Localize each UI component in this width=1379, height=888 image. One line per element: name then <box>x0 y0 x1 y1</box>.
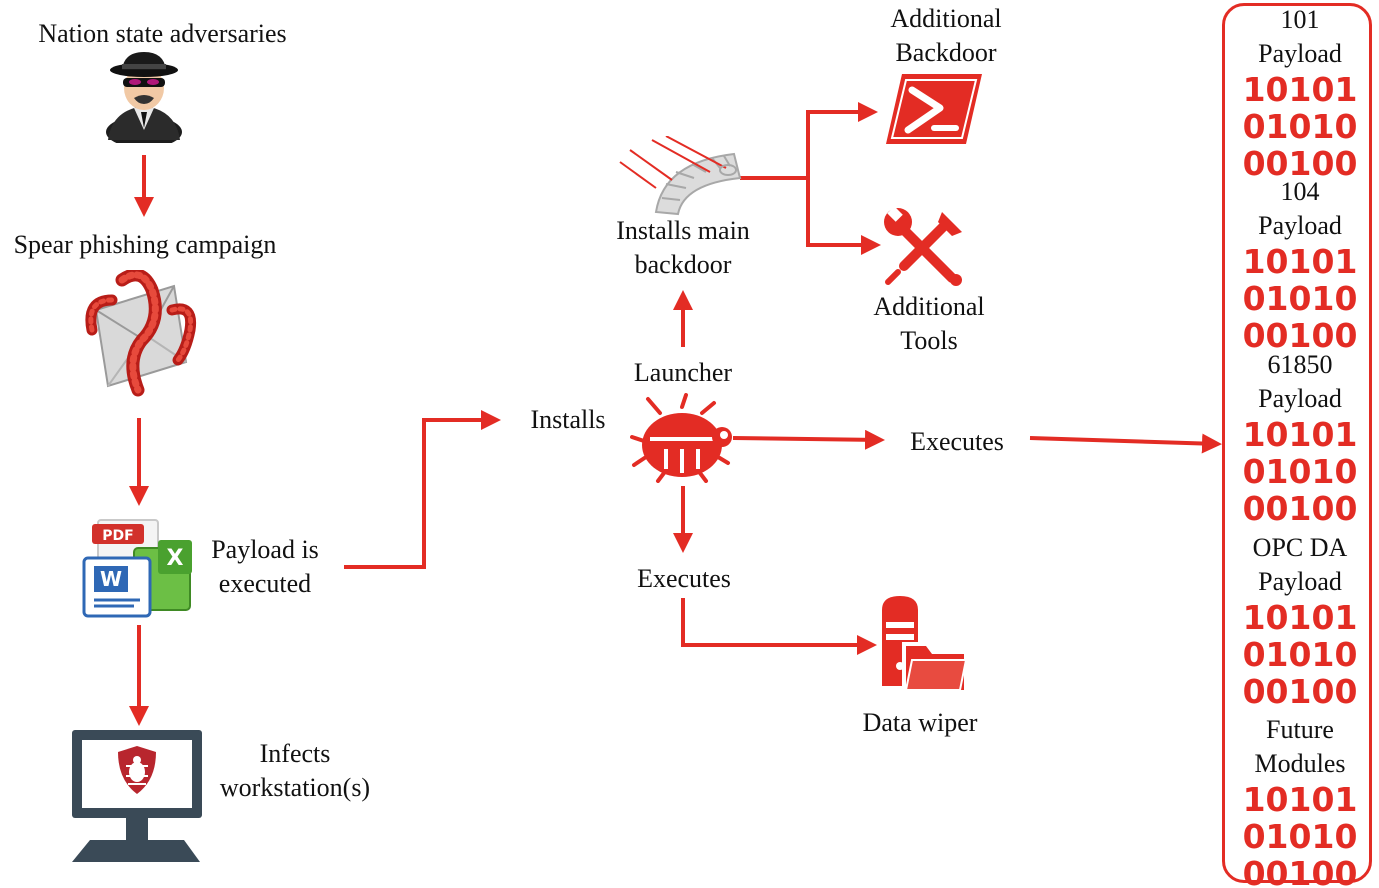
main-backdoor-line1: Installs main <box>616 216 750 245</box>
svg-text:W: W <box>100 567 122 591</box>
binary-row: 10101 <box>1242 415 1358 454</box>
email-worm-icon <box>85 270 197 397</box>
payload-block-future-modules: Future Modules 10101 01010 00100 <box>1225 713 1375 888</box>
launcher-label: Launcher <box>633 358 733 387</box>
payload-subtitle: Payload <box>1258 567 1342 596</box>
binary-row: 10101 <box>1242 242 1358 281</box>
binary-row: 10101 <box>1242 70 1358 109</box>
binary-row: 10101 <box>1242 598 1358 637</box>
adversaries-label: Nation state adversaries <box>38 19 287 48</box>
svg-text:X: X <box>167 546 184 571</box>
payload-title: 104 <box>1280 177 1320 206</box>
binary-row: 01010 <box>1242 107 1358 146</box>
payload-title: OPC DA <box>1252 533 1348 562</box>
payload-subtitle: Payload <box>1258 39 1342 68</box>
additional-backdoor-line2: Backdoor <box>895 38 997 67</box>
infects-line2: workstation(s) <box>219 773 371 802</box>
arrow-payload-to-installs <box>344 410 501 569</box>
additional-backdoor-label: Additional Backdoor <box>866 2 1026 70</box>
payload-block-61850: 61850 Payload 10101 01010 00100 <box>1225 348 1375 527</box>
binary-row: 00100 <box>1242 854 1358 888</box>
binary-row: 01010 <box>1242 279 1358 318</box>
tools-icon <box>884 206 962 286</box>
executes-right-label: Executes <box>910 427 1004 456</box>
office-documents-icon: PDF X W <box>82 519 192 618</box>
powershell-icon <box>886 74 982 144</box>
infects-label: Infects workstation(s) <box>210 737 380 805</box>
server-folder-icon <box>882 596 968 690</box>
binary-row: 01010 <box>1242 817 1358 856</box>
arrow-backdoor-to-additional-tools <box>806 178 881 255</box>
phishing-label: Spear phishing campaign <box>13 230 277 259</box>
infects-line1: Infects <box>259 739 331 768</box>
arrow-executes-to-payloads <box>1029 433 1222 454</box>
payload-title: Future <box>1266 715 1334 744</box>
payload-modules-panel: 101 Payload 10101 01010 00100 104 Payloa… <box>1222 3 1375 888</box>
payload-block-opc-da: OPC DA Payload 10101 01010 00100 <box>1225 531 1375 710</box>
main-backdoor-label: Installs main backdoor <box>600 214 766 282</box>
binary-row: 01010 <box>1242 452 1358 491</box>
bug-icon <box>630 393 732 483</box>
payload-title: 101 <box>1280 5 1320 34</box>
executes-down-label: Executes <box>637 564 731 593</box>
binary-row: 00100 <box>1242 672 1358 711</box>
binary-row: 00100 <box>1242 144 1358 183</box>
payload-executed-line2: executed <box>218 569 312 598</box>
payload-subtitle: Payload <box>1258 384 1342 413</box>
payload-subtitle: Modules <box>1254 749 1346 778</box>
installs-label: Installs <box>530 405 606 434</box>
arrow-backdoor-to-additional-backdoor <box>740 102 878 180</box>
additional-tools-label: Additional Tools <box>852 290 1006 358</box>
additional-tools-line2: Tools <box>900 326 958 355</box>
payload-executed-label: Payload is executed <box>195 533 335 601</box>
binary-row: 00100 <box>1242 489 1358 528</box>
additional-backdoor-line1: Additional <box>890 4 1002 33</box>
binary-row: 10101 <box>1242 780 1358 819</box>
main-backdoor-line2: backdoor <box>634 250 732 279</box>
payload-block-104: 104 Payload 10101 01010 00100 <box>1225 175 1375 354</box>
infected-monitor-icon <box>72 730 202 862</box>
spy-icon <box>106 52 182 143</box>
firewall-icon <box>619 136 742 216</box>
payload-block-101: 101 Payload 10101 01010 00100 <box>1225 3 1375 182</box>
arrow-executes-to-wiper <box>681 598 877 655</box>
arrow-launcher-to-executes <box>732 429 885 450</box>
binary-row: 01010 <box>1242 635 1358 674</box>
binary-row: 00100 <box>1242 316 1358 355</box>
payload-executed-line1: Payload is <box>211 535 319 564</box>
payload-title: 61850 <box>1267 350 1333 379</box>
data-wiper-label: Data wiper <box>862 708 978 737</box>
additional-tools-line1: Additional <box>873 292 985 321</box>
svg-text:PDF: PDF <box>102 528 133 544</box>
payload-subtitle: Payload <box>1258 211 1342 240</box>
